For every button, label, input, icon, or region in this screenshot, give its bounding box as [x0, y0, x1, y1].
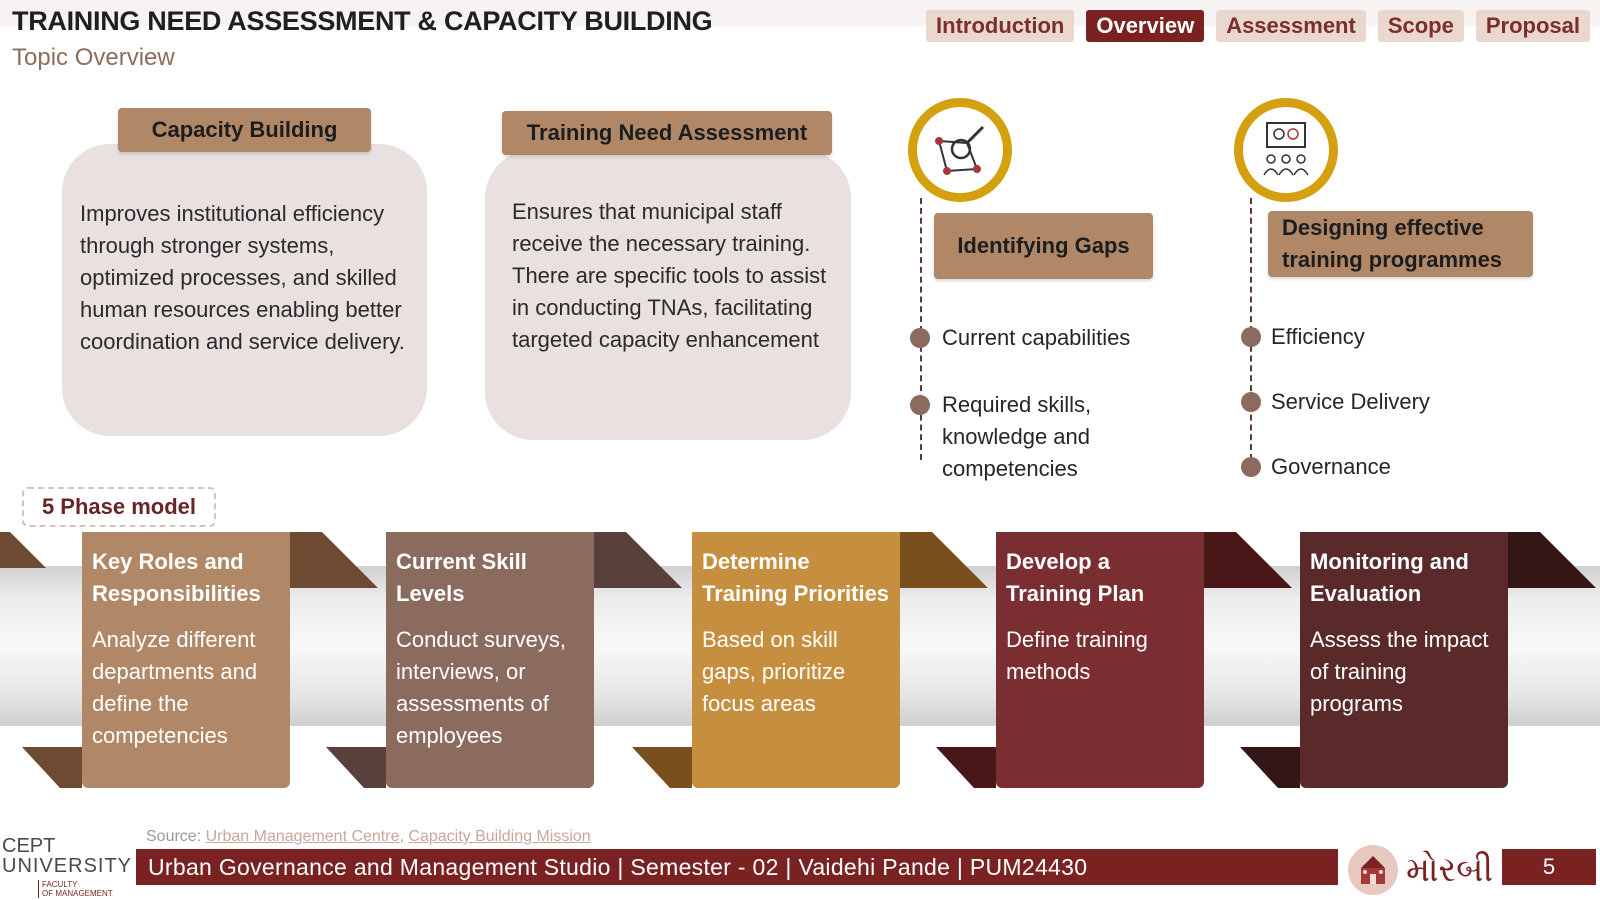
logo-sub-2: OF MANAGEMENT — [42, 889, 113, 898]
training-presentation-icon — [1234, 98, 1338, 202]
capacity-building-tag: Capacity Building — [118, 108, 371, 152]
capacity-building-text: Improves institutional efficiency throug… — [80, 201, 405, 354]
phase-title: Key Roles and Responsibilities — [92, 549, 261, 606]
network-magnifier-icon — [908, 98, 1012, 202]
phase-fold — [936, 532, 1292, 788]
section-nav: Introduction Overview Assessment Scope P… — [926, 10, 1590, 42]
logo-faculty: FACULTY OF MANAGEMENT — [38, 880, 113, 898]
source-line: Source: Urban Management Centre, Capacit… — [146, 828, 591, 846]
city-name: મોરબી — [1406, 850, 1494, 890]
phase-description: Conduct surveys, interviews, or assessme… — [396, 627, 566, 748]
tna-tag: Training Need Assessment — [502, 111, 832, 155]
phase-title: Develop a Training Plan — [1006, 549, 1145, 606]
tab-introduction[interactable]: Introduction — [926, 10, 1075, 42]
phase-model-label: 5 Phase model — [22, 487, 216, 527]
phase-description: Define training methods — [1006, 627, 1148, 684]
page-title: TRAINING NEED ASSESSMENT & CAPACITY BUIL… — [12, 6, 713, 36]
phase-fold — [22, 532, 378, 788]
phase-description: Based on skill gaps, prioritize focus ar… — [702, 627, 846, 716]
page-number: 5 — [1502, 849, 1596, 885]
gaps-bullet-dot — [910, 395, 930, 415]
designing-bullet-dot — [1241, 327, 1261, 347]
phase-title: Determine Training Priorities — [702, 549, 890, 606]
tna-card — [485, 150, 851, 440]
phase-title: Monitoring and Evaluation — [1310, 549, 1469, 606]
gaps-item-required-skills: Required skills, knowledge and competenc… — [942, 392, 1092, 481]
phase-title: Current Skill Levels — [396, 549, 527, 606]
logo-sub-1: FACULTY — [42, 880, 78, 889]
ribbon-left-edge — [0, 532, 46, 568]
designing-bullet-dot — [1241, 392, 1261, 412]
tab-assessment[interactable]: Assessment — [1216, 10, 1366, 42]
designing-bullet-dot — [1241, 457, 1261, 477]
gaps-item-current-capabilities: Current capabilities — [942, 325, 1131, 350]
phase-fold — [326, 532, 682, 788]
footer-bar: Urban Governance and Management Studio |… — [136, 849, 1338, 885]
designing-item-governance: Governance — [1271, 454, 1391, 479]
cept-logo: CEPT UNIVERSITY — [2, 836, 132, 876]
designing-item-service-delivery: Service Delivery — [1271, 389, 1430, 414]
page-subtitle: Topic Overview — [12, 44, 175, 71]
source-separator: , — [399, 828, 404, 845]
tab-proposal[interactable]: Proposal — [1475, 10, 1590, 42]
tab-scope[interactable]: Scope — [1377, 10, 1464, 42]
logo-line-2: UNIVERSITY — [2, 855, 133, 877]
phase-description: Assess the impact of training programs — [1310, 627, 1489, 716]
phase-description: Analyze different departments and define… — [92, 627, 258, 748]
source-label: Source: — [146, 828, 202, 845]
source-link-umc[interactable]: Urban Management Centre — [205, 828, 400, 845]
designing-programmes-tag: Designing effective training programmes — [1268, 211, 1533, 277]
identifying-gaps-tag: Identifying Gaps — [934, 213, 1153, 279]
source-link-cbm[interactable]: Capacity Building Mission — [408, 828, 591, 845]
phase-fold — [632, 532, 988, 788]
morbi-logo: મોરબી — [1348, 845, 1493, 895]
palace-emblem-icon — [1348, 845, 1398, 895]
tna-text: Ensures that municipal staff receive the… — [512, 199, 827, 352]
designing-item-efficiency: Efficiency — [1271, 324, 1365, 349]
tab-overview[interactable]: Overview — [1086, 10, 1205, 42]
logo-line-1: CEPT — [2, 835, 56, 857]
phase-fold — [1240, 532, 1596, 788]
capacity-building-card — [62, 144, 427, 436]
gaps-bullet-dot — [910, 328, 930, 348]
